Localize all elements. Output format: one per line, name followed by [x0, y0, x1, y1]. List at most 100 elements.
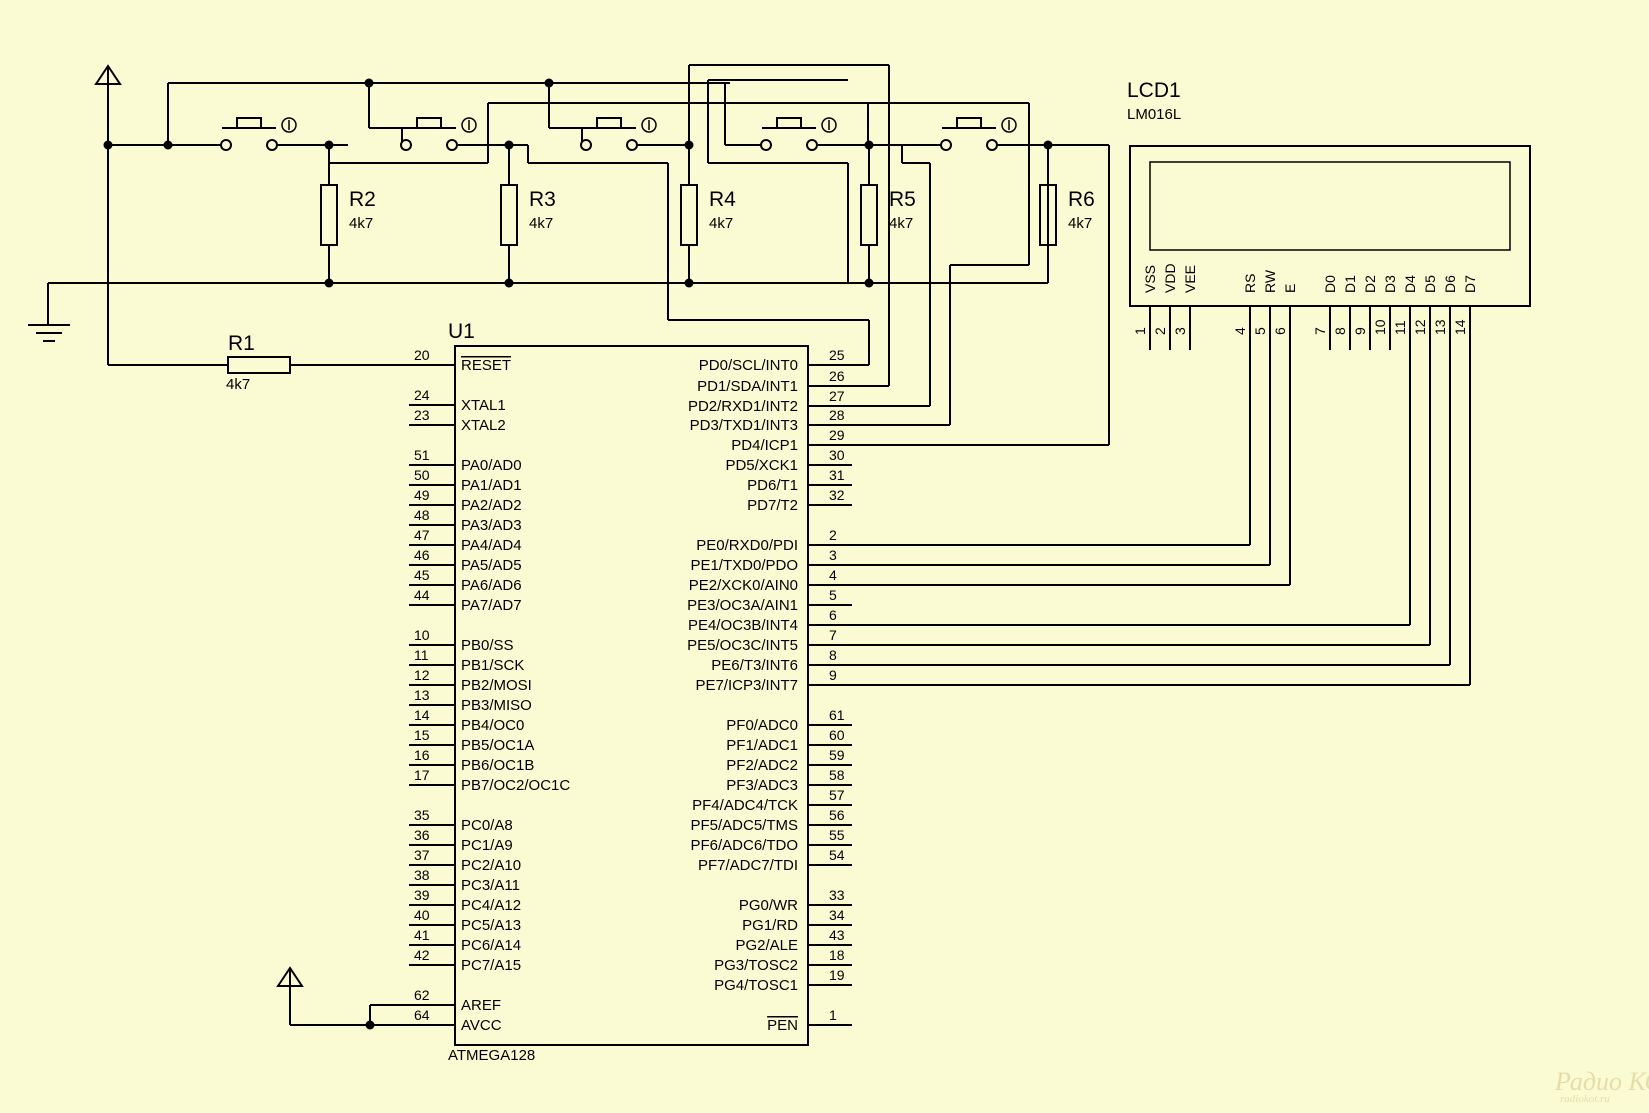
pin-name: PE3/OC3A/AIN1 [687, 597, 798, 614]
pin-number: 6 [829, 607, 837, 623]
pin-number: 50 [414, 467, 430, 483]
pin-name: PG4/TOSC1 [714, 977, 798, 994]
pin-name: PC7/A15 [461, 957, 521, 974]
pin-name: PD6/T1 [747, 477, 798, 494]
pin-name: PE5/OC3C/INT5 [687, 637, 798, 654]
lcd-pin-number: 9 [1352, 327, 1368, 335]
pin-number: 2 [829, 527, 837, 543]
pin-number: 17 [414, 767, 430, 783]
pushbutton-icon [760, 117, 837, 151]
lcd-pin: D18 [1332, 275, 1358, 350]
junction-dot [324, 140, 334, 150]
lcd-pin-name: VSS [1142, 265, 1158, 293]
pin-name: PD4/ICP1 [731, 437, 798, 454]
pin-name: PB4/OC0 [461, 717, 524, 734]
u1-ref: U1 [448, 320, 475, 343]
lcd-pin: D07 [1312, 275, 1338, 350]
pin-number: 27 [829, 388, 845, 404]
mcu-u1: U1 ATMEGA128 [448, 320, 809, 1064]
watermark: Радио КОТ radiokot.ru [1554, 1067, 1649, 1105]
pin-name: PG3/TOSC2 [714, 957, 798, 974]
pin-name: PB1/SCK [461, 657, 524, 674]
pin-number: 28 [829, 407, 845, 423]
pin-name: PF3/ADC3 [726, 777, 798, 794]
pin-number: 45 [414, 567, 430, 583]
pin-name: PB0/SS [461, 637, 514, 654]
lcd-pin-name: VDD [1162, 263, 1178, 293]
resistor-value: 4k7 [529, 215, 553, 232]
pin-number: 3 [829, 547, 837, 563]
pin-name: PE6/T3/INT6 [711, 657, 798, 674]
pin-number: 51 [414, 447, 430, 463]
pin-name: PD1/SDA/INT1 [697, 378, 798, 395]
lcd-pin-name: D6 [1442, 275, 1458, 293]
lcd-pin-number: 3 [1172, 327, 1188, 335]
lcd-pin-name: D0 [1322, 275, 1338, 293]
lcd-pin-name: VEE [1182, 265, 1198, 293]
pin-name: PF5/ADC5/TMS [690, 817, 798, 834]
pin-name: PB7/OC2/OC1C [461, 777, 570, 794]
pin-number: 30 [829, 447, 845, 463]
power-arrow-bottom [276, 966, 409, 1026]
lcd-pin-name: D3 [1382, 275, 1398, 293]
resistor-ref: R2 [349, 188, 376, 211]
pin-name: PE4/OC3B/INT4 [688, 617, 798, 634]
switch-toggle-icon [281, 117, 297, 133]
pin-number: 57 [829, 787, 845, 803]
pin-name: PB6/OC1B [461, 757, 534, 774]
pin-number: 25 [829, 347, 845, 363]
pin-number: 10 [414, 627, 430, 643]
pin-number: 35 [414, 807, 430, 823]
pin-name: AREF [461, 997, 501, 1014]
lcd-pin-number: 5 [1252, 327, 1268, 335]
pushbutton-icon [400, 117, 477, 151]
lcd-ref: LCD1 [1127, 79, 1181, 102]
pin-number: 29 [829, 427, 845, 443]
wires-top [47, 64, 1110, 445]
resistor-ref: R5 [889, 188, 916, 211]
lcd-pin: RS4 [1232, 274, 1258, 350]
pin-name: PB2/MOSI [461, 677, 532, 694]
lcd1: LCD1 LM016L [1127, 79, 1531, 307]
pin-number: 23 [414, 407, 430, 423]
wires-lcd [808, 306, 1471, 686]
pin-number: 42 [414, 947, 430, 963]
pin-name: AVCC [461, 1017, 502, 1034]
pin-number: 19 [829, 967, 845, 983]
pin-number: 40 [414, 907, 430, 923]
resistor-value: 4k7 [1068, 215, 1092, 232]
pin-number: 9 [829, 667, 837, 683]
pin-number: 43 [829, 927, 845, 943]
lcd-pin: VEE 3 [1172, 265, 1198, 350]
pin-number: 49 [414, 487, 430, 503]
lcd-pin-name: D1 [1342, 275, 1358, 293]
pin-number: 64 [414, 1007, 430, 1023]
pin-number: 8 [829, 647, 837, 663]
lcd-pin-name: D2 [1362, 275, 1378, 293]
pin-number: 20 [414, 347, 430, 363]
